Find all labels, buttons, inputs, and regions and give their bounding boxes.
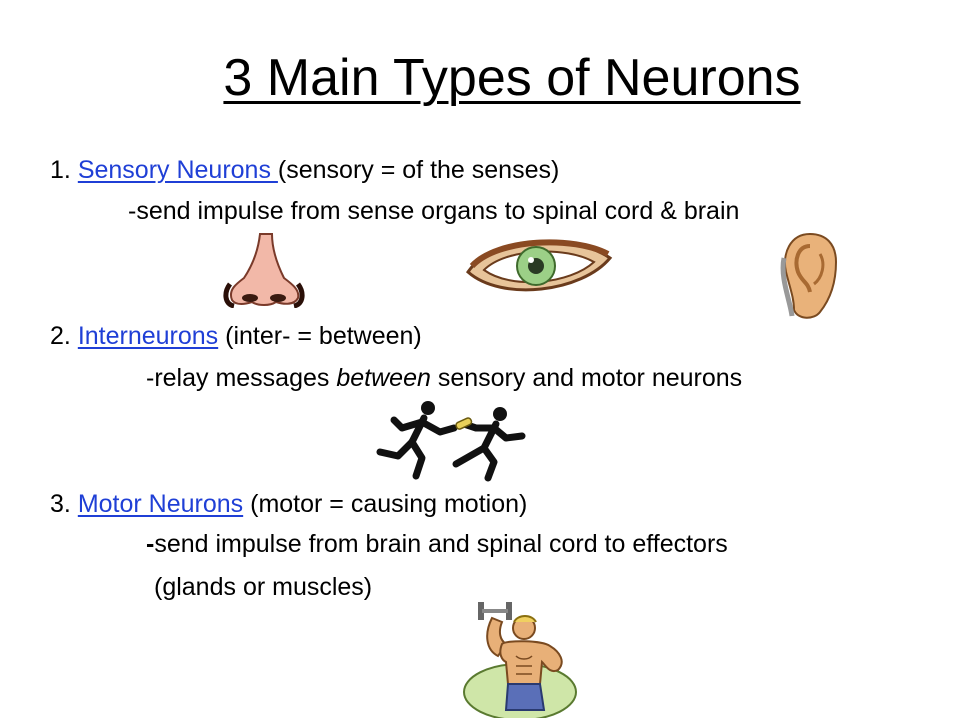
section-3-detail-2: (glands or muscles) (154, 573, 373, 601)
section-1-detail: -send impulse from sense organs to spina… (128, 197, 740, 225)
section-3-detail-dash: - (146, 530, 155, 558)
section-2-detail: -relay messages between sensory and moto… (146, 364, 742, 393)
section-3-detail: -send impulse from brain and spinal cord… (146, 530, 728, 559)
section-1-definition: (sensory = of the senses) (277, 156, 560, 184)
interneurons-link[interactable]: Interneurons (77, 322, 219, 350)
section-2-detail-post: sensory and motor neurons (430, 364, 743, 392)
section-3-heading: 3. Motor Neurons (motor = causing motion… (50, 490, 527, 519)
eye-icon (462, 232, 614, 300)
section-2-detail-emphasis: between (336, 364, 431, 392)
section-2-detail-pre: -relay messages (146, 364, 337, 392)
section-1-heading: 1. Sensory Neurons (sensory = of the sen… (50, 156, 559, 185)
section-2-definition: (inter- = between) (225, 322, 422, 350)
nose-icon (222, 232, 306, 308)
sensory-neurons-link[interactable]: Sensory Neurons (77, 156, 278, 184)
motor-neurons-link[interactable]: Motor Neurons (77, 490, 244, 518)
section-3-number: 3. (50, 490, 71, 518)
ear-icon (780, 232, 838, 320)
section-3-detail-text: send impulse from brain and spinal cord … (154, 530, 728, 558)
section-2-heading: 2. Interneurons (inter- = between) (50, 322, 422, 351)
section-1-number: 1. (50, 156, 71, 184)
section-3-definition: (motor = causing motion) (250, 490, 528, 518)
bodybuilder-icon (462, 600, 578, 718)
section-2-number: 2. (50, 322, 71, 350)
slide-title: 3 Main Types of Neurons (223, 49, 801, 107)
relay-runners-icon (376, 398, 528, 482)
